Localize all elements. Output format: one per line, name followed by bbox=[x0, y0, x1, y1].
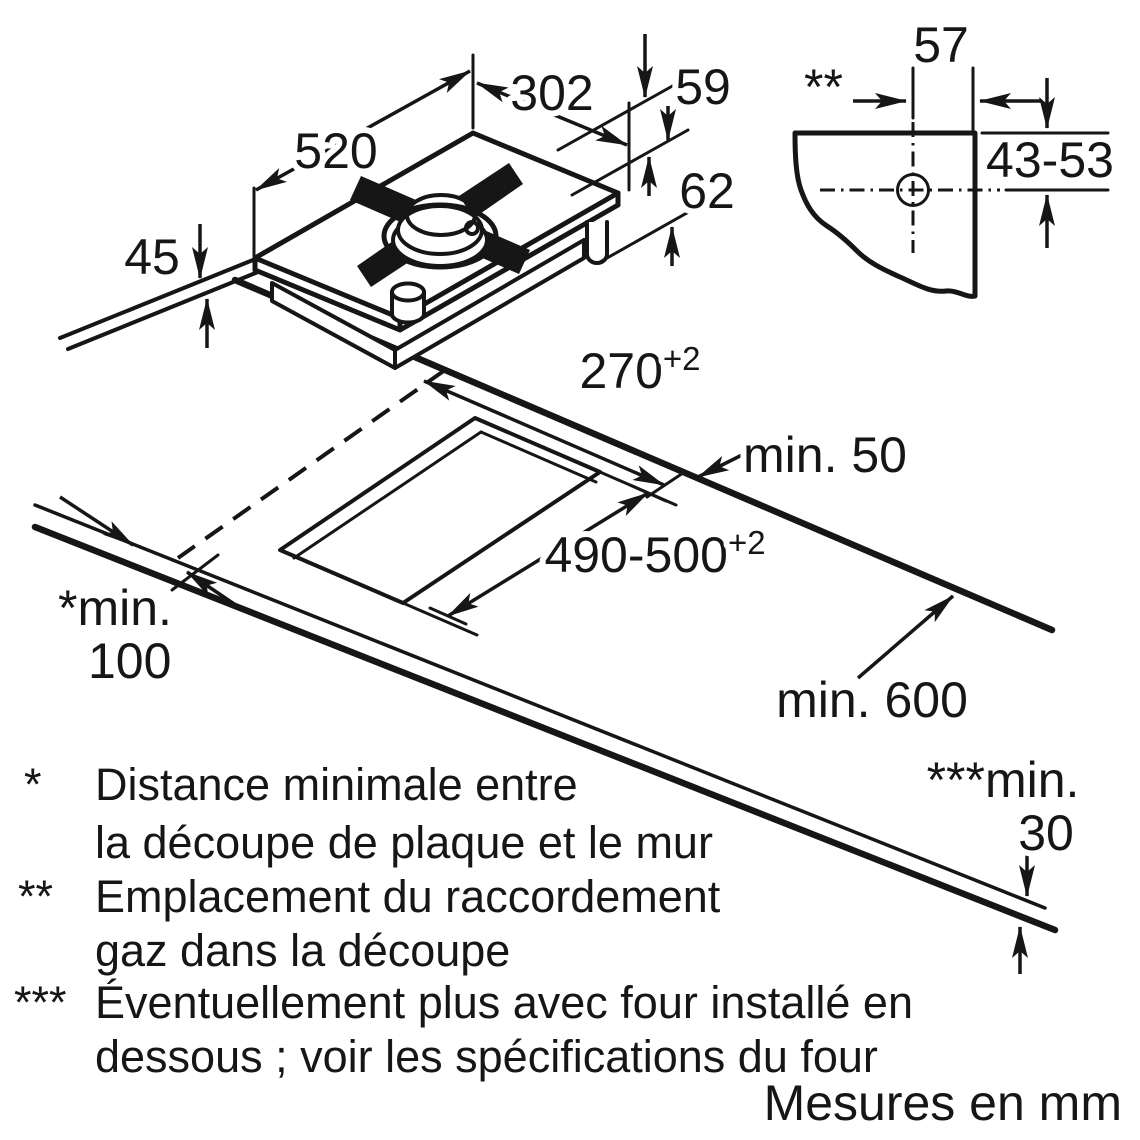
gas-connection-marker: ** bbox=[804, 59, 843, 115]
legend-marker: ** bbox=[18, 871, 53, 922]
hob-total-height-label: 62 bbox=[679, 163, 735, 219]
dimension-line bbox=[423, 379, 665, 487]
dimension-hob-total-height: 62 bbox=[598, 106, 741, 266]
extension-line bbox=[401, 601, 479, 637]
cutout-width-label: 270+2 bbox=[579, 340, 700, 399]
leader-arrow bbox=[856, 594, 955, 680]
dimension-tick bbox=[428, 606, 468, 626]
cutout-depth-label: 490-500+2 bbox=[544, 524, 765, 583]
dimension-cutout-width: 270+2 bbox=[423, 334, 707, 499]
dimension-tick bbox=[628, 483, 668, 503]
dimension-hob-body-height: 59 bbox=[556, 34, 737, 197]
legend-text: Emplacement du raccordement bbox=[95, 871, 721, 922]
hob-projection-dashed-line bbox=[176, 368, 447, 560]
legend-text: Distance minimale entre bbox=[95, 759, 578, 810]
units-note: Mesures en mm bbox=[764, 1075, 1122, 1131]
burner-base-inner bbox=[396, 204, 484, 256]
hob-body-height-label: 59 bbox=[675, 59, 731, 115]
dimension-line bbox=[476, 81, 628, 147]
hob-height-above-label: 45 bbox=[124, 229, 180, 285]
dimension-min-wall-clearance: *min. 100 bbox=[52, 495, 244, 695]
dimension-tick bbox=[170, 553, 220, 592]
legend-text: Éventuellement plus avec four installé e… bbox=[95, 977, 913, 1028]
dimension-hob-length: 520 bbox=[252, 53, 475, 258]
dimension-gas-vertical-range: 43-53 bbox=[980, 78, 1120, 248]
dimension-hob-height-above-worktop: 45 bbox=[118, 223, 215, 348]
legend-marker: * bbox=[24, 759, 42, 810]
dimension-min-below-clearance: ***min. 30 bbox=[921, 746, 1085, 974]
cutout-corner-fragment bbox=[792, 130, 978, 299]
worktop-line-lower bbox=[66, 270, 260, 351]
gas-connection-detail-view: ** 57 43-53 bbox=[792, 11, 1120, 299]
hob-length-label: 520 bbox=[294, 123, 377, 179]
dimension-cutout-depth: 490-500+2 bbox=[401, 470, 772, 637]
worktop-line-upper bbox=[58, 256, 260, 340]
gas-vertical-range-label: 43-53 bbox=[986, 132, 1114, 188]
knob-top bbox=[390, 281, 426, 303]
dimension-line bbox=[447, 491, 649, 618]
min-below-label: ***min. bbox=[927, 752, 1080, 808]
min-back-label: min. 50 bbox=[743, 427, 907, 483]
min-side-label: min. 600 bbox=[776, 672, 968, 728]
pan-support-arm-ne bbox=[459, 163, 523, 218]
legend: * Distance minimale entre la découpe de … bbox=[14, 759, 1122, 1131]
worktop-front-edge-bottom bbox=[31, 523, 1059, 934]
worktop-view: 270+2 min. 50 490-500+2 min. 600 *min. bbox=[31, 276, 1085, 974]
dimension-gas-offset: 57 bbox=[853, 11, 1042, 133]
extension-line bbox=[556, 82, 678, 152]
legend-text: la découpe de plaque et le mur bbox=[95, 817, 713, 868]
dimension-min-side-clearance: min. 600 bbox=[770, 594, 974, 734]
arrow-to-cutout bbox=[186, 570, 244, 612]
dimension-min-back-clearance: min. 50 bbox=[697, 421, 913, 489]
dimension-line bbox=[255, 69, 471, 192]
hob-view: 520 302 59 62 45 bbox=[58, 34, 741, 370]
min-wall-value: 100 bbox=[88, 633, 171, 689]
dimension-tick bbox=[645, 471, 685, 499]
leader-arrow bbox=[697, 448, 753, 479]
dimension-hob-width: 302 bbox=[476, 59, 631, 192]
legend-text: dessous ; voir les spécifications du fou… bbox=[95, 1031, 878, 1082]
burner-cap bbox=[405, 193, 477, 237]
legend-marker: *** bbox=[14, 977, 67, 1028]
hob-width-label: 302 bbox=[510, 65, 593, 121]
arrow-to-wall bbox=[59, 495, 134, 547]
gas-offset-label: 57 bbox=[913, 17, 969, 73]
control-knob bbox=[390, 281, 426, 325]
hob-body-right-face bbox=[393, 238, 586, 370]
legend-text: gaz dans la découpe bbox=[95, 925, 510, 976]
min-below-value: 30 bbox=[1018, 805, 1074, 861]
hob-leg bbox=[585, 220, 609, 265]
min-wall-label: *min. bbox=[58, 580, 172, 636]
extension-line bbox=[598, 190, 726, 264]
